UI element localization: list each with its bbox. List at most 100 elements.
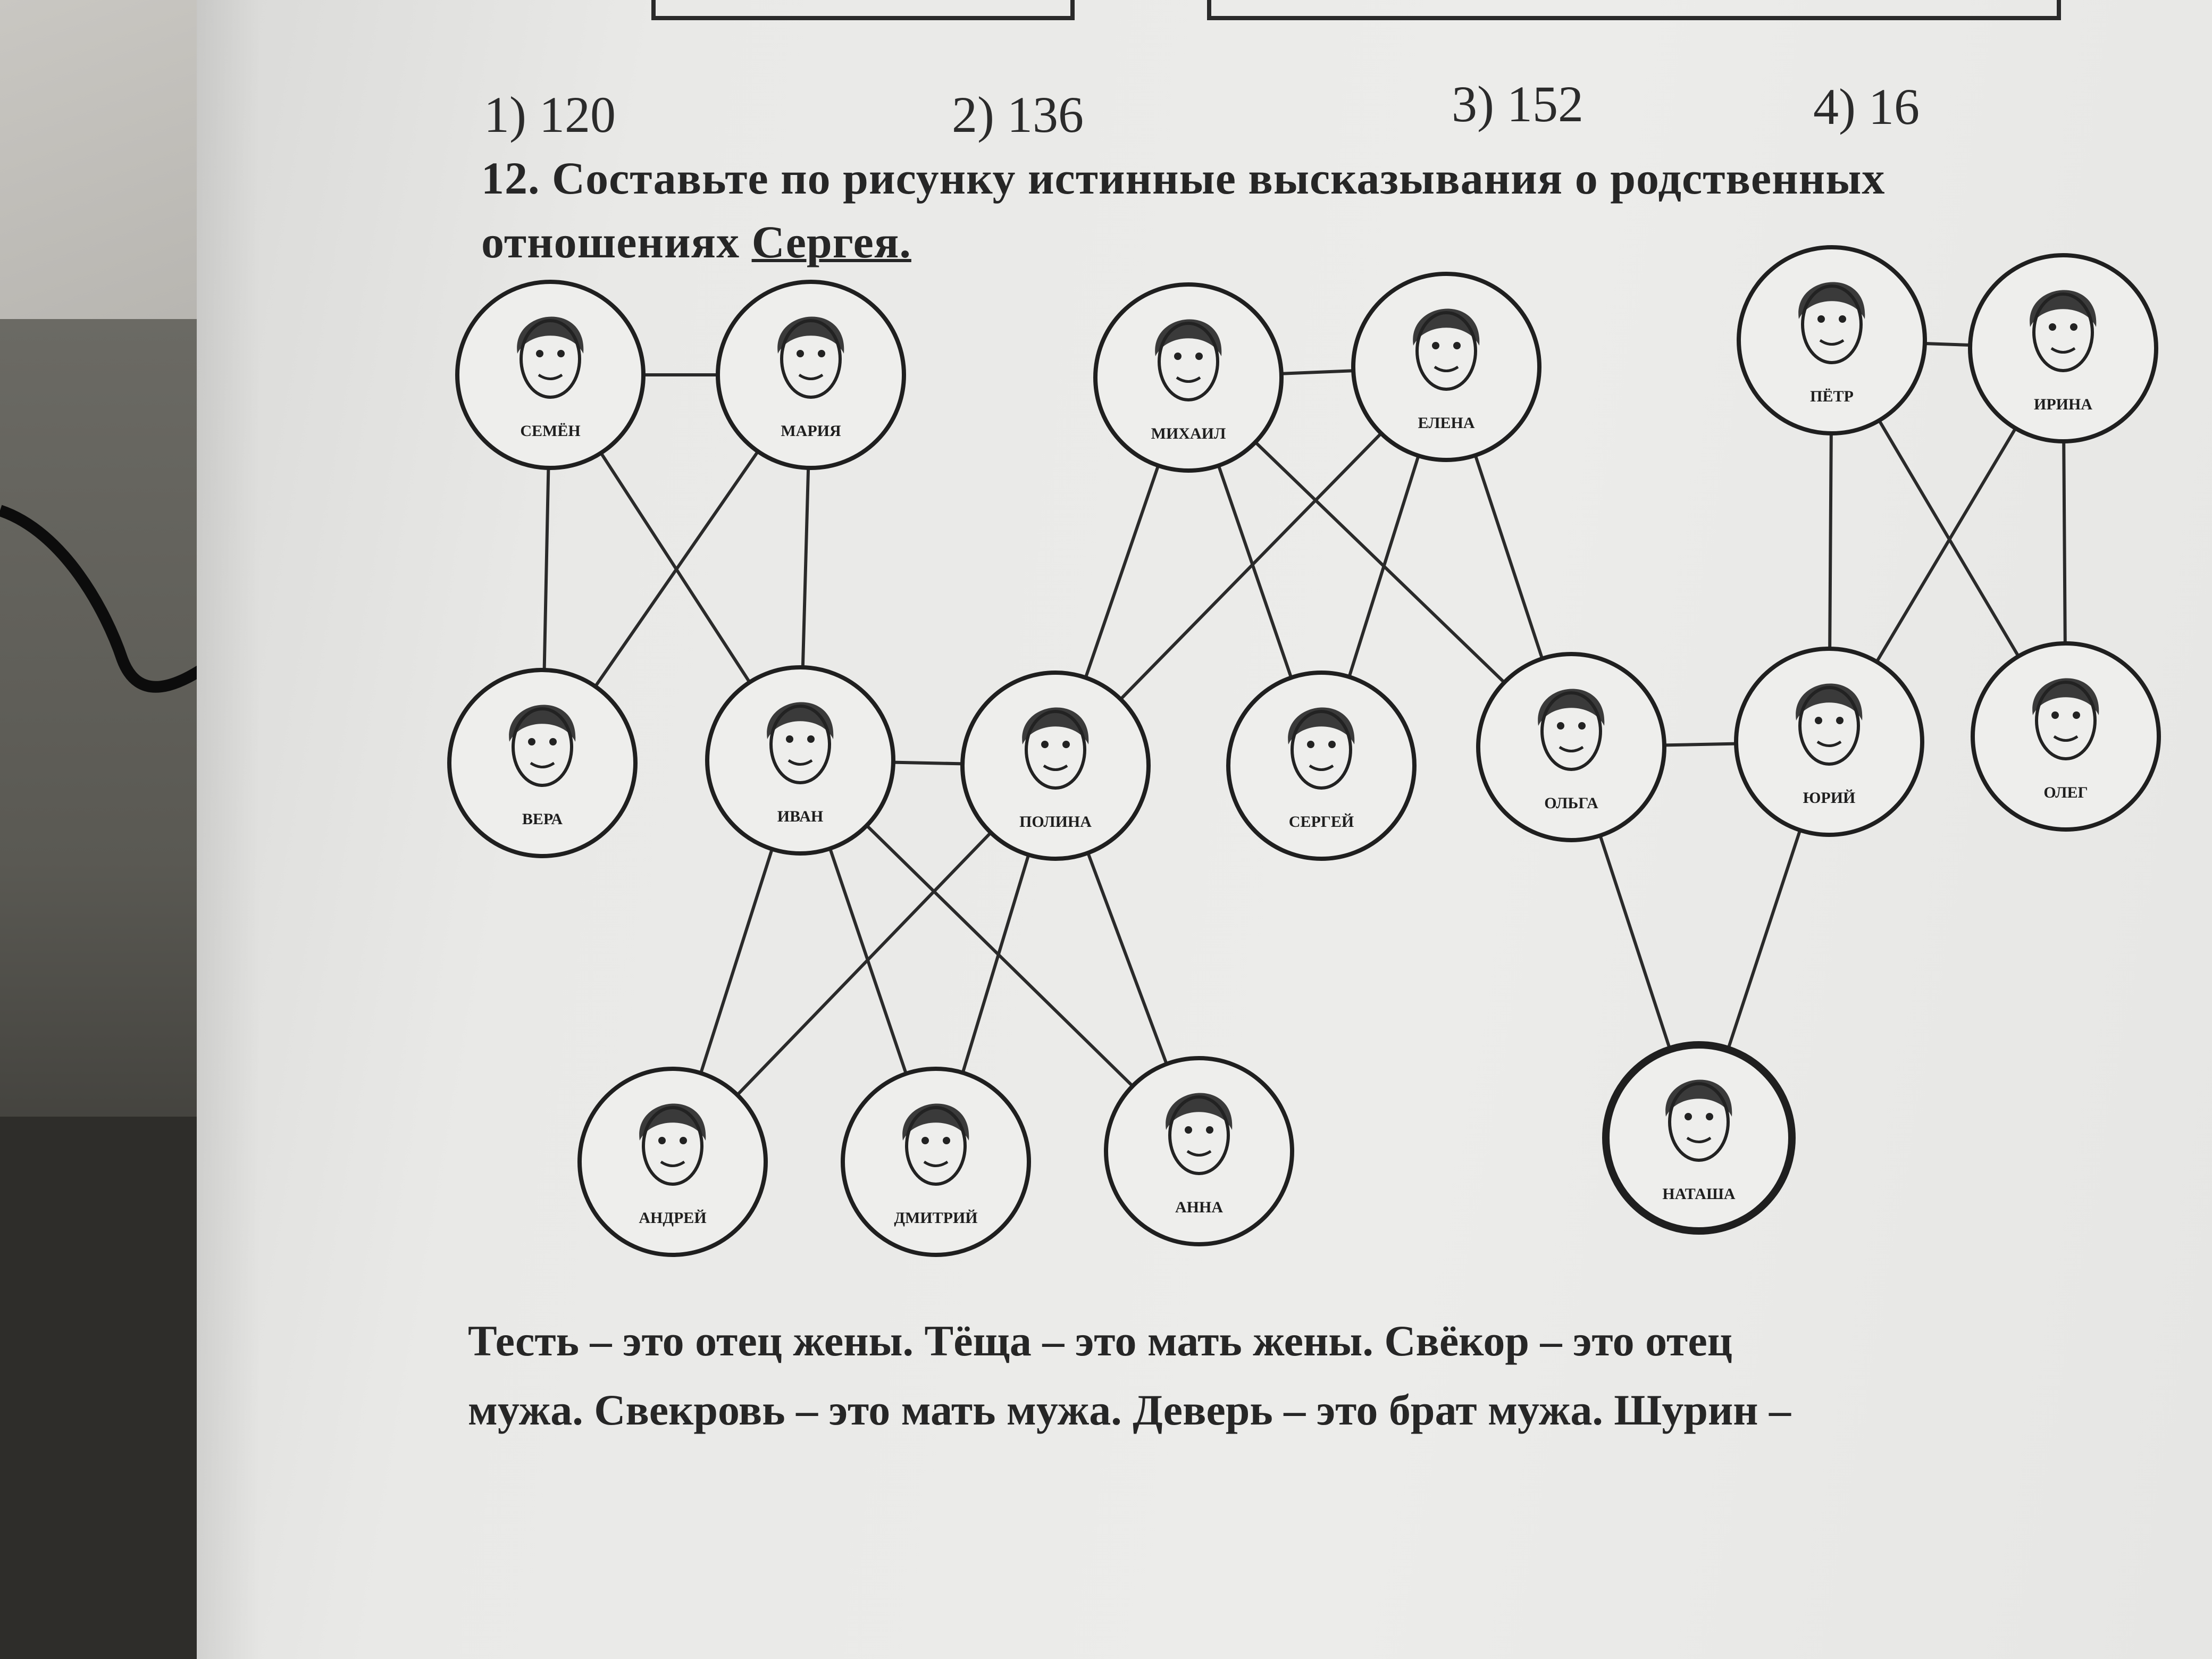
person-node-irina: ИРИНА xyxy=(1968,253,2158,443)
eye-right xyxy=(1062,741,1070,748)
eye-right xyxy=(1328,741,1336,748)
eye-left xyxy=(1432,342,1439,349)
face-portrait-icon xyxy=(1022,707,1089,790)
mouth xyxy=(660,1160,685,1167)
head-outline xyxy=(1168,1095,1230,1175)
eye-left xyxy=(1817,315,1825,323)
person-node-yuri: ЮРИЙ xyxy=(1734,647,1924,837)
eye-left xyxy=(1815,717,1822,724)
person-node-semyon: СЕМЁН xyxy=(455,280,646,470)
mouth xyxy=(2053,735,2079,742)
link-mikhail-elena xyxy=(1281,369,1354,375)
link-olga-natasha xyxy=(1598,835,1672,1050)
mouth xyxy=(1186,1150,1212,1157)
person-name-label: ОЛЬГА xyxy=(1544,794,1598,812)
person-circle xyxy=(1602,1041,1796,1235)
eye-right xyxy=(549,738,557,745)
person-node-natasha: НАТАША xyxy=(1602,1041,1796,1235)
person-node-mikhail: МИХАИЛ xyxy=(1093,282,1284,473)
link-elena-sergey xyxy=(1347,455,1420,677)
face-portrait-icon xyxy=(1155,319,1222,401)
person-node-olga: ОЛЬГА xyxy=(1476,652,1666,842)
person-circle xyxy=(1968,253,2158,443)
person-name-label: ИРИНА xyxy=(2034,396,2092,413)
link-mikhail-olga xyxy=(1254,441,1506,684)
person-circle xyxy=(1737,245,1927,435)
person-circle xyxy=(841,1067,1031,1257)
head-outline xyxy=(2032,292,2094,372)
head-outline xyxy=(1540,691,1602,771)
eye-left xyxy=(1041,741,1049,748)
eye-right xyxy=(1836,717,1844,724)
head-outline xyxy=(780,319,842,399)
head-outline xyxy=(512,707,573,787)
face-portrait-icon xyxy=(2032,678,2099,760)
person-node-andrey: АНДРЕЙ xyxy=(577,1067,768,1257)
head-outline xyxy=(520,319,581,399)
mouth xyxy=(1176,376,1201,383)
head-outline xyxy=(1158,322,1219,401)
person-node-sergey: СЕРГЕЙ xyxy=(1226,671,1417,861)
person-node-oleg: ОЛЕГ xyxy=(1971,641,2161,832)
head-outline xyxy=(2035,681,2097,760)
mouth xyxy=(1816,740,1842,747)
person-circle xyxy=(1971,641,2161,832)
eye-left xyxy=(1174,353,1182,360)
person-name-label: АНДРЕЙ xyxy=(639,1209,706,1227)
person-node-ivan: ИВАН xyxy=(705,665,895,856)
face-portrait-icon xyxy=(767,702,834,784)
link-elena-polina xyxy=(1119,432,1382,701)
person-name-label: ИВАН xyxy=(777,808,823,825)
person-name-label: СЕРГЕЙ xyxy=(1289,813,1354,831)
person-name-label: СЕМЁН xyxy=(520,422,580,440)
face-portrait-icon xyxy=(1798,282,1865,364)
link-maria-vera xyxy=(594,450,759,688)
person-name-label: ЕЛЕНА xyxy=(1418,414,1475,432)
eye-left xyxy=(797,350,804,357)
dark-background xyxy=(0,1117,223,1659)
eye-right xyxy=(943,1137,950,1144)
previous-figure-box-right xyxy=(1207,0,2061,20)
eye-right xyxy=(557,350,565,357)
link-polina-dmitry xyxy=(961,854,1030,1074)
head-outline xyxy=(1291,710,1352,790)
page-edge-shadow xyxy=(197,0,261,1659)
family-links xyxy=(542,342,2067,1096)
eye-right xyxy=(818,350,825,357)
eye-left xyxy=(528,738,535,745)
person-circle xyxy=(1226,671,1417,861)
person-circle xyxy=(716,280,906,470)
eye-left xyxy=(1185,1126,1192,1134)
mouth xyxy=(1686,1136,1712,1143)
person-node-maria: МАРИЯ xyxy=(716,280,906,470)
head-outline xyxy=(1798,686,1860,766)
person-name-label: ОЛЕГ xyxy=(2043,784,2088,801)
face-portrait-icon xyxy=(1288,707,1355,790)
mouth xyxy=(1819,339,1845,346)
person-node-dmitry: ДМИТРИЙ xyxy=(841,1067,1031,1257)
answer-option-3: 3) 152 xyxy=(1452,76,1583,132)
face-portrait-icon xyxy=(1538,689,1605,771)
link-ivan-andrey xyxy=(699,848,774,1074)
mouth xyxy=(2050,347,2076,354)
mouth xyxy=(530,761,555,768)
mouth xyxy=(798,373,824,380)
eye-left xyxy=(658,1137,666,1144)
face-portrait-icon xyxy=(1166,1093,1233,1175)
person-circle xyxy=(1104,1056,1294,1246)
head-outline xyxy=(905,1106,967,1186)
eye-left xyxy=(786,735,793,743)
eye-left xyxy=(536,350,543,357)
link-petr-yuri xyxy=(1828,433,1833,649)
head-outline xyxy=(1668,1082,1730,1162)
eye-left xyxy=(921,1137,929,1144)
person-circle xyxy=(1093,282,1284,473)
link-yuri-natasha xyxy=(1726,830,1802,1050)
mouth xyxy=(787,759,813,766)
eye-right xyxy=(1578,722,1586,730)
person-node-anna: АННА xyxy=(1104,1056,1294,1246)
eye-left xyxy=(2051,711,2059,719)
task-text-line-2: отношениях Сергея. xyxy=(481,215,911,269)
link-polina-anna xyxy=(1086,852,1168,1065)
